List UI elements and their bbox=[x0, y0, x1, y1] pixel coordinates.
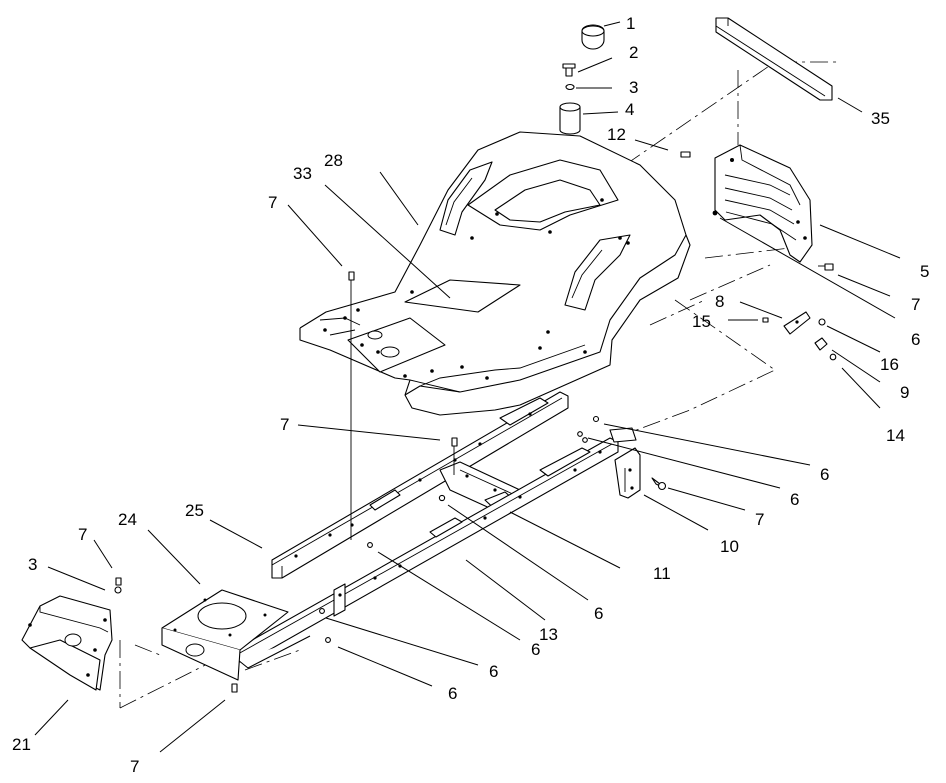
part-14-nut bbox=[829, 353, 837, 361]
part-7-bolt-right bbox=[818, 263, 834, 271]
leader-lines bbox=[34, 21, 901, 753]
callout-6-low-a: 6 bbox=[489, 662, 498, 681]
callout-7-left: 7 bbox=[78, 525, 87, 544]
callout-12: 12 bbox=[607, 125, 626, 144]
callout-7-fender: 7 bbox=[268, 193, 277, 212]
callout-6-rail-b: 6 bbox=[790, 490, 799, 509]
part-28-fender bbox=[299, 131, 691, 416]
callout-13: 13 bbox=[539, 625, 558, 644]
callout-6-rail-a: 6 bbox=[820, 465, 829, 484]
part-10-bracket bbox=[609, 427, 641, 499]
part-7-bolt-bracket bbox=[651, 477, 667, 491]
callout-9: 9 bbox=[900, 383, 909, 402]
callout-33: 33 bbox=[293, 164, 312, 183]
part-35-channel bbox=[715, 17, 833, 101]
callout-6-mid: 6 bbox=[531, 640, 540, 659]
callout-7-bottom: 7 bbox=[130, 757, 139, 776]
part-16-nut bbox=[818, 318, 826, 326]
callout-7-bracket: 7 bbox=[755, 510, 764, 529]
callout-6-rear-guard: 6 bbox=[911, 330, 920, 349]
callout-21: 21 bbox=[12, 735, 31, 754]
callout-1: 1 bbox=[626, 14, 635, 33]
callout-labels: 1 2 3 4 35 12 28 33 7 5 7 6 8 15 16 9 14… bbox=[12, 14, 929, 776]
part-1-knob bbox=[581, 24, 605, 50]
callout-7-rail: 7 bbox=[280, 415, 289, 434]
callout-3: 3 bbox=[629, 78, 638, 97]
callout-6-cross: 6 bbox=[594, 604, 603, 623]
part-13-frame-rail bbox=[237, 437, 619, 669]
callout-15: 15 bbox=[692, 312, 711, 331]
callout-8: 8 bbox=[715, 292, 724, 311]
part-3-washer bbox=[565, 83, 575, 91]
callout-10: 10 bbox=[720, 537, 739, 556]
part-21-bracket bbox=[21, 595, 113, 691]
callout-11: 11 bbox=[653, 564, 671, 583]
part-2-bolt bbox=[562, 63, 576, 77]
part-24-plate bbox=[161, 589, 289, 681]
callout-16: 16 bbox=[880, 355, 899, 374]
callout-3-left: 3 bbox=[28, 555, 37, 574]
part-8-bracket bbox=[783, 311, 811, 335]
part-15-screw bbox=[762, 317, 769, 323]
callout-5: 5 bbox=[920, 262, 929, 281]
callout-6-low-b: 6 bbox=[448, 684, 457, 703]
frame-fasteners bbox=[114, 271, 600, 693]
callout-2: 2 bbox=[629, 43, 638, 62]
part-12-screw bbox=[680, 151, 691, 158]
part-9-spacer bbox=[814, 337, 828, 351]
callout-7-rear-guard: 7 bbox=[911, 295, 920, 314]
callout-25: 25 bbox=[185, 501, 204, 520]
part-5-rear-guard bbox=[712, 144, 813, 263]
callout-4: 4 bbox=[625, 100, 634, 119]
callout-14: 14 bbox=[886, 426, 905, 445]
callout-28: 28 bbox=[324, 151, 343, 170]
callout-24: 24 bbox=[118, 510, 137, 529]
part-25-frame-rail bbox=[271, 391, 569, 579]
callout-35: 35 bbox=[871, 109, 890, 128]
